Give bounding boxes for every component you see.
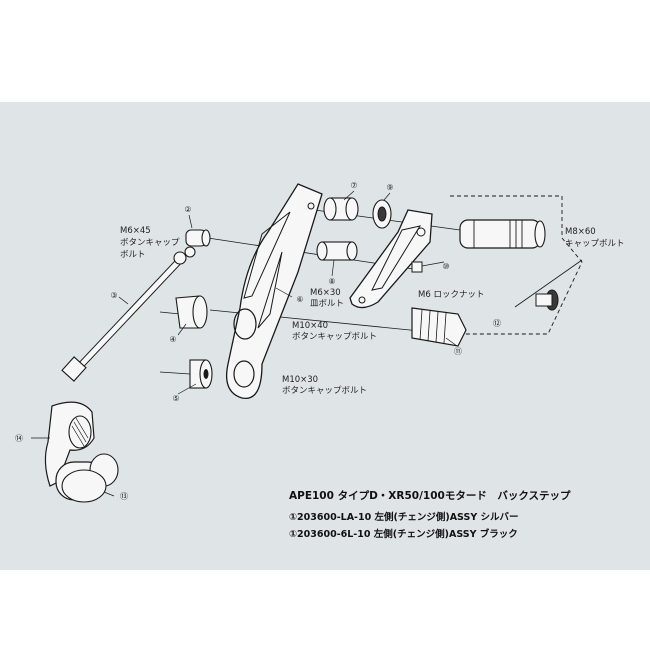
footpeg-upper xyxy=(459,219,546,249)
label-m10x30: M10×30 xyxy=(282,375,318,385)
label-bolt-a: ボルト xyxy=(120,250,146,260)
label-m8x60: M8×60 xyxy=(565,227,596,237)
label-button-cap-b: ボタンキャップボルト xyxy=(292,332,377,342)
parts-line-2: ①203600-6L-10 左側(チェンジ側)ASSY ブラック xyxy=(289,528,518,540)
diagram-title: APE100 タイプD・XR50/100モタード バックステップ xyxy=(289,489,571,502)
label-cap-bolt: キャップボルト xyxy=(565,239,625,249)
callout-10: ⑩ xyxy=(442,262,449,271)
label-m10x40: M10×40 xyxy=(292,321,328,331)
callout-14: ⑭ xyxy=(15,434,23,443)
callout-4: ④ xyxy=(169,335,176,344)
callout-13: ⑬ xyxy=(120,492,128,501)
leader-12 xyxy=(514,259,583,308)
exploded-parts-diagram: ② ③ ④ ⑤ ⑥ ⑦ ⑧ ⑨ ⑩ ⑪ ⑫ ⑬ ⑭ M6×45 ボタンキャップ … xyxy=(0,102,650,570)
label-m6-locknut: M6 ロックナット xyxy=(418,290,484,300)
bearing-9 xyxy=(372,199,392,229)
dashed-outline xyxy=(449,195,583,335)
bushing-7 xyxy=(323,197,359,221)
pivot-knob-13 xyxy=(55,453,119,503)
end-cap-12 xyxy=(535,289,559,311)
ball-joint-2 xyxy=(184,229,211,258)
pivot-arm-14 xyxy=(44,401,95,487)
locknut-m6 xyxy=(411,261,423,273)
label-m6x30: M6×30 xyxy=(310,288,341,298)
pedal-rubber-11 xyxy=(411,307,467,347)
callout-5: ⑤ xyxy=(172,394,179,403)
shift-rod-3 xyxy=(61,251,187,382)
callout-8: ⑧ xyxy=(328,277,335,286)
diagram-panel: ② ③ ④ ⑤ ⑥ ⑦ ⑧ ⑨ ⑩ ⑪ ⑫ ⑬ ⑭ M6×45 ボタンキャップ … xyxy=(0,102,650,570)
label-button-cap-a: ボタンキャップ xyxy=(120,238,180,248)
callout-7: ⑦ xyxy=(350,181,357,190)
label-countersunk-bolt: 皿ボルト xyxy=(310,299,344,309)
parts-line-1: ①203600-LA-10 左側(チェンジ側)ASSY シルバー xyxy=(289,511,519,523)
callout-9: ⑨ xyxy=(386,183,393,192)
callout-leaders xyxy=(31,190,458,497)
spacer-8 xyxy=(316,241,358,261)
label-m6x45: M6×45 xyxy=(120,226,151,236)
callout-12: ⑫ xyxy=(493,319,501,328)
callout-3: ③ xyxy=(110,291,117,300)
washer-5 xyxy=(189,359,213,389)
main-bracket xyxy=(225,183,323,399)
callout-6: ⑥ xyxy=(296,295,303,304)
label-button-cap-c: ボタンキャップボルト xyxy=(282,386,367,396)
callout-2: ② xyxy=(184,205,191,214)
callout-11: ⑪ xyxy=(454,347,462,356)
bushing-4 xyxy=(175,295,208,329)
pedal-bracket xyxy=(349,209,433,309)
